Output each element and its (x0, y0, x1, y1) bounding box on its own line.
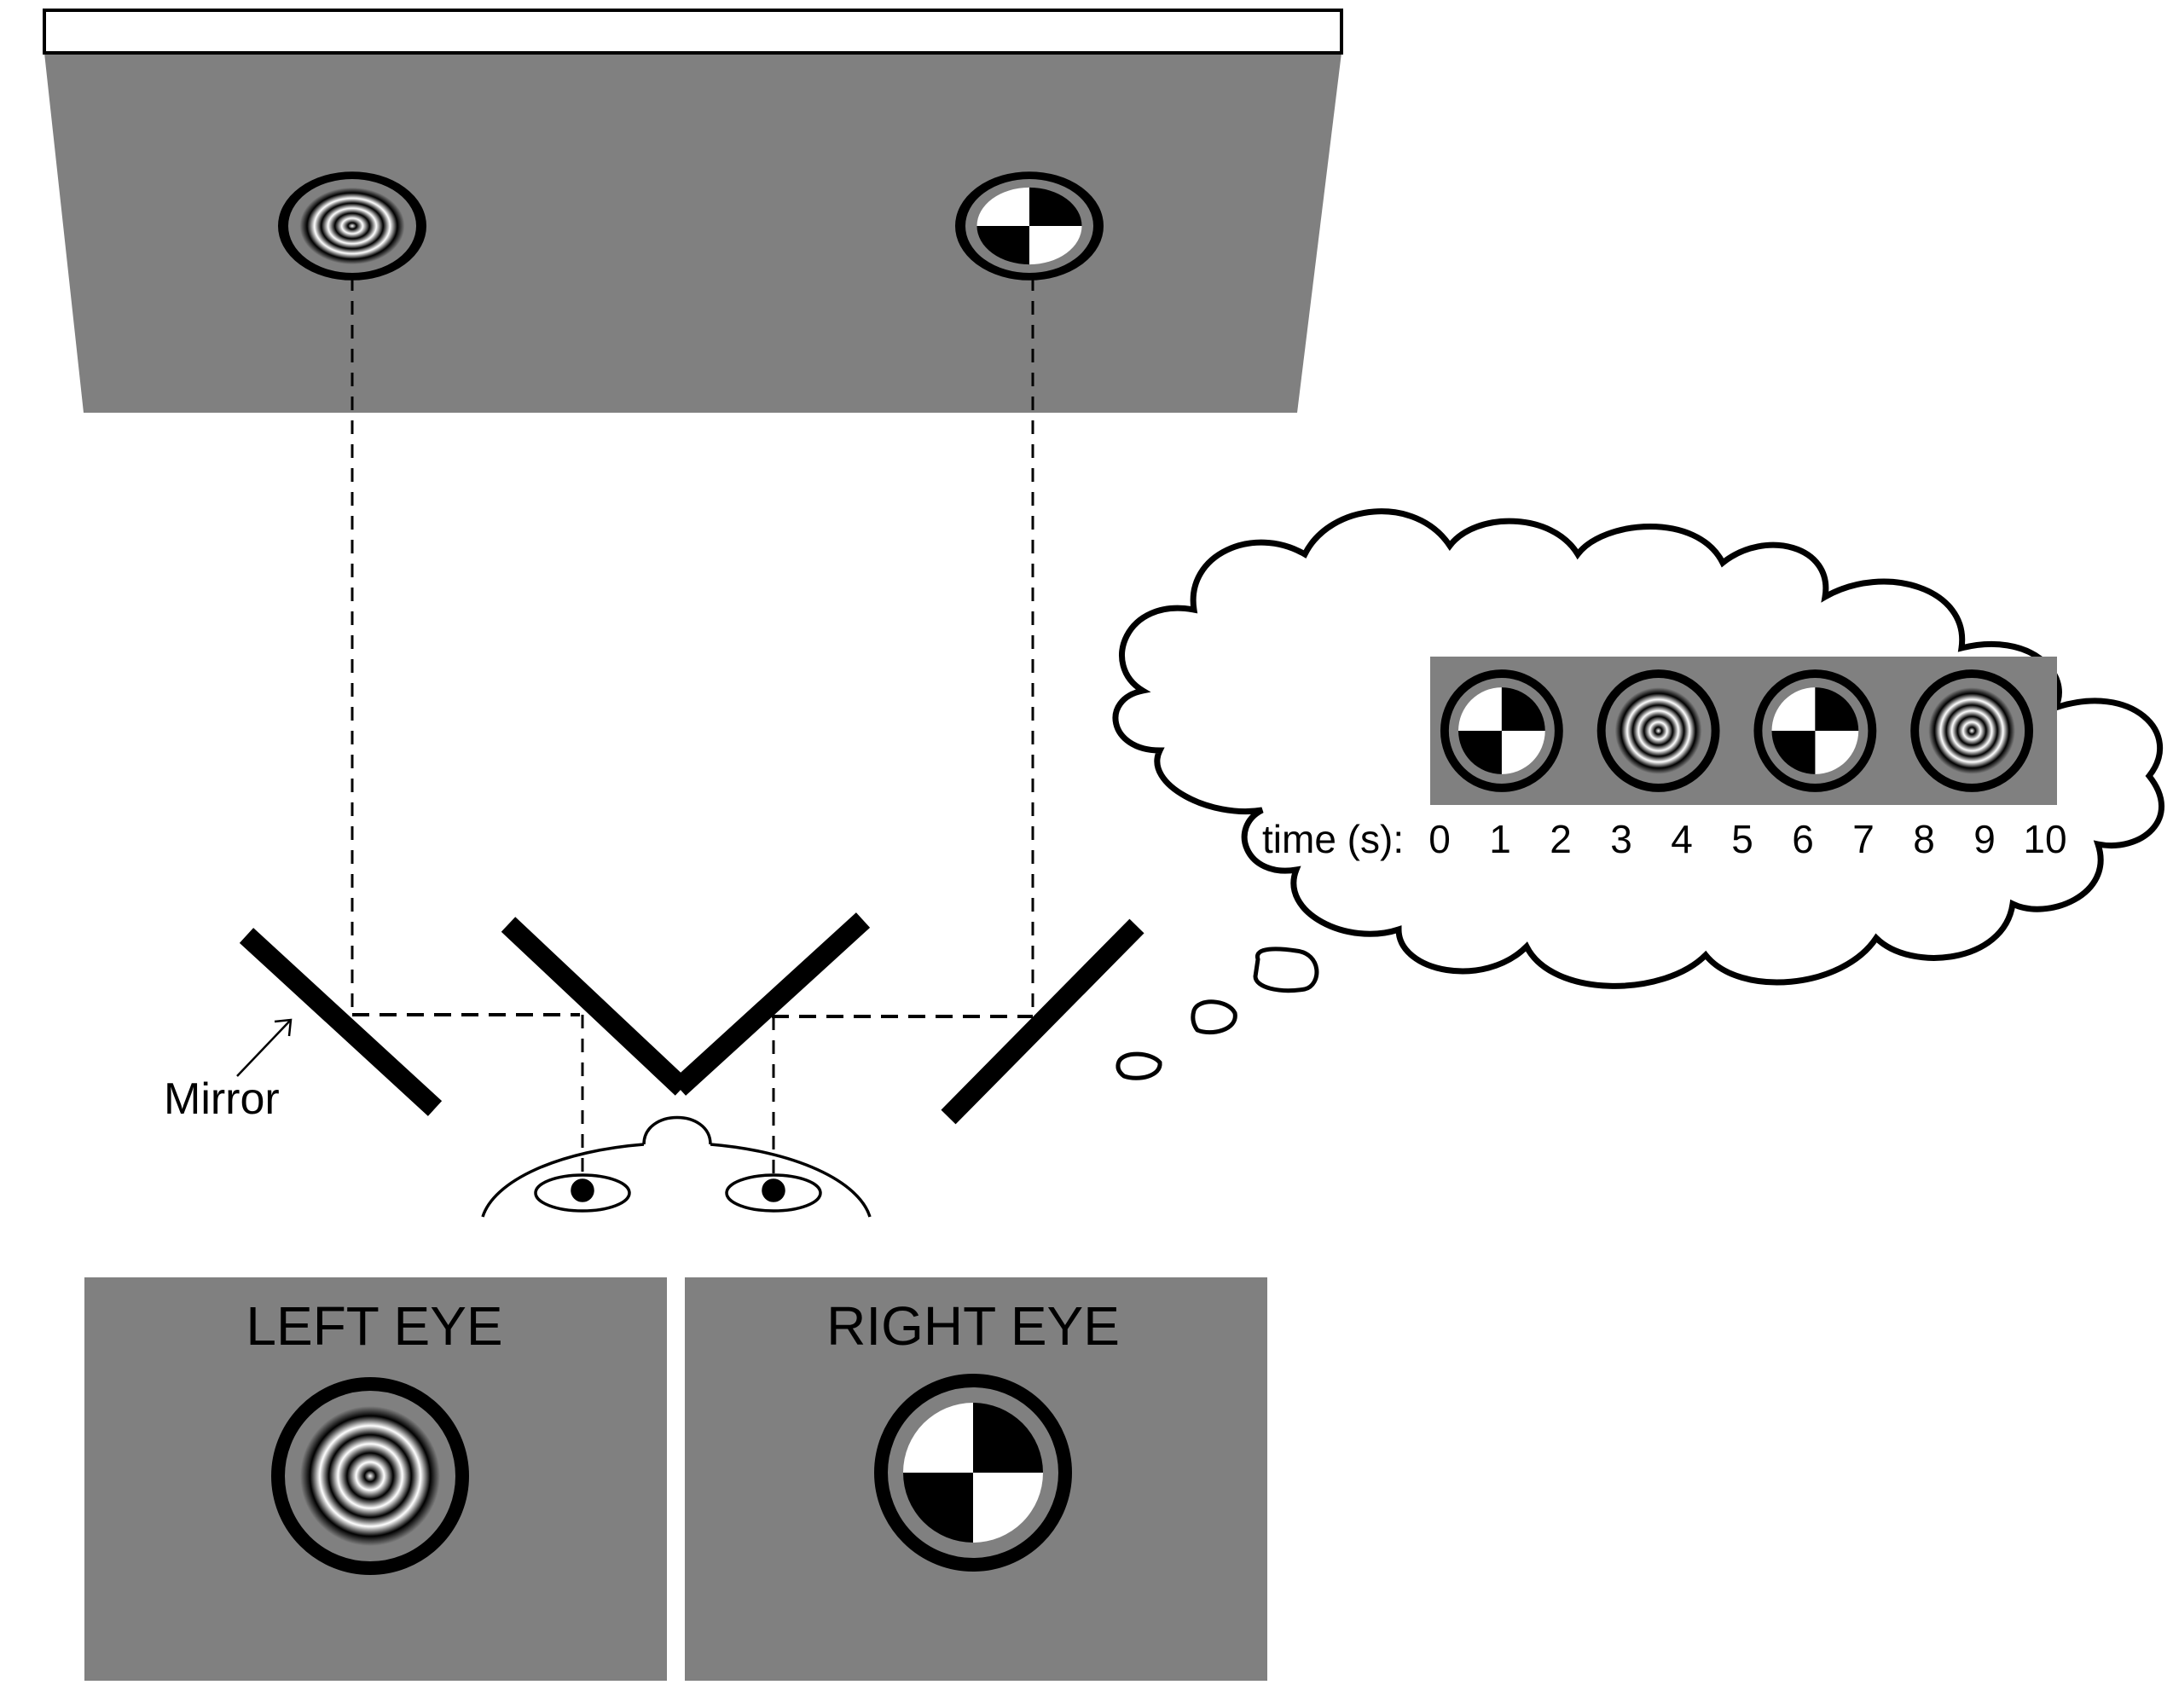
screen-top-edge (43, 9, 1343, 55)
checkerboard-icon (976, 187, 1082, 265)
left-eye-label: LEFT EYE (246, 1295, 502, 1357)
concentric-rings-icon (300, 1406, 440, 1546)
right-pupil-icon (762, 1178, 785, 1202)
time-tick-label: 7 (1852, 817, 1875, 861)
time-tick-label: 9 (1973, 817, 1996, 861)
time-tick-label: 2 (1550, 817, 1572, 861)
stimulus-outer-ring (1440, 669, 1563, 792)
thought-bubble-medium (1191, 999, 1237, 1035)
time-tick-label: 5 (1731, 817, 1753, 861)
left-pupil-icon (571, 1178, 594, 1202)
right-eye-stimulus (874, 1374, 1072, 1572)
mirror-left-outer (239, 928, 443, 1116)
mirror-right-outer (941, 918, 1144, 1125)
mirror-label: Mirror (164, 1074, 280, 1124)
stimulus-outer-ring (874, 1374, 1072, 1572)
right-eye-panel: RIGHT EYE (685, 1277, 1267, 1681)
stimulus-outer-ring (1910, 669, 2034, 792)
stimulus-outer-ring (1753, 669, 1877, 792)
right-eye-icon (725, 1173, 822, 1213)
thought-bubble-large (1253, 947, 1319, 993)
concentric-rings-icon (1928, 687, 2015, 774)
stimulus-outer-ring (1596, 669, 1720, 792)
left-eye-stimulus (271, 1377, 469, 1575)
observer-head (481, 1115, 872, 1218)
time-tick-label: 8 (1913, 817, 1935, 861)
screen-surface (44, 53, 1341, 413)
nose-icon (642, 1115, 712, 1145)
percept-1 (1440, 669, 1563, 792)
right-eye-label: RIGHT EYE (826, 1295, 1120, 1357)
time-axis-label: time (s): (1262, 817, 1404, 861)
thought-bubble-small (1115, 1051, 1162, 1080)
stimulus-outer-ring (955, 171, 1104, 281)
time-tick-label: 3 (1610, 817, 1632, 861)
screen-right-stimulus (955, 171, 1104, 281)
left-eye-icon (534, 1173, 631, 1213)
left-eye-panel: LEFT EYE (84, 1277, 667, 1681)
mirror-arrowhead-icon (274, 1018, 293, 1037)
percept-2 (1596, 669, 1720, 792)
checkerboard-icon (903, 1403, 1043, 1543)
screen-left-stimulus (278, 171, 426, 281)
time-tick-label: 1 (1489, 817, 1511, 861)
percept-4 (1910, 669, 2034, 792)
mirrors (239, 912, 1144, 1125)
checkerboard-icon (1771, 687, 1859, 774)
time-tick-label: 4 (1671, 817, 1693, 861)
stimulus-outer-ring (278, 171, 426, 281)
mirror-arrow-icon (236, 1020, 291, 1077)
time-tick-label: 10 (2023, 817, 2066, 861)
checkerboard-icon (1458, 687, 1545, 774)
concentric-rings-icon (1614, 687, 1702, 774)
time-tick-label: 6 (1792, 817, 1814, 861)
concentric-rings-icon (299, 187, 405, 265)
mirror-center-left (501, 917, 690, 1096)
time-tick-label: 0 (1428, 817, 1451, 861)
mirror-center-right (671, 912, 871, 1096)
stimulus-outer-ring (271, 1377, 469, 1575)
mirror-annotation: Mirror (164, 1018, 293, 1124)
display-screen (43, 9, 1343, 413)
head-outline (481, 1143, 872, 1218)
percept-3 (1753, 669, 1877, 792)
light-paths (351, 277, 1034, 1192)
